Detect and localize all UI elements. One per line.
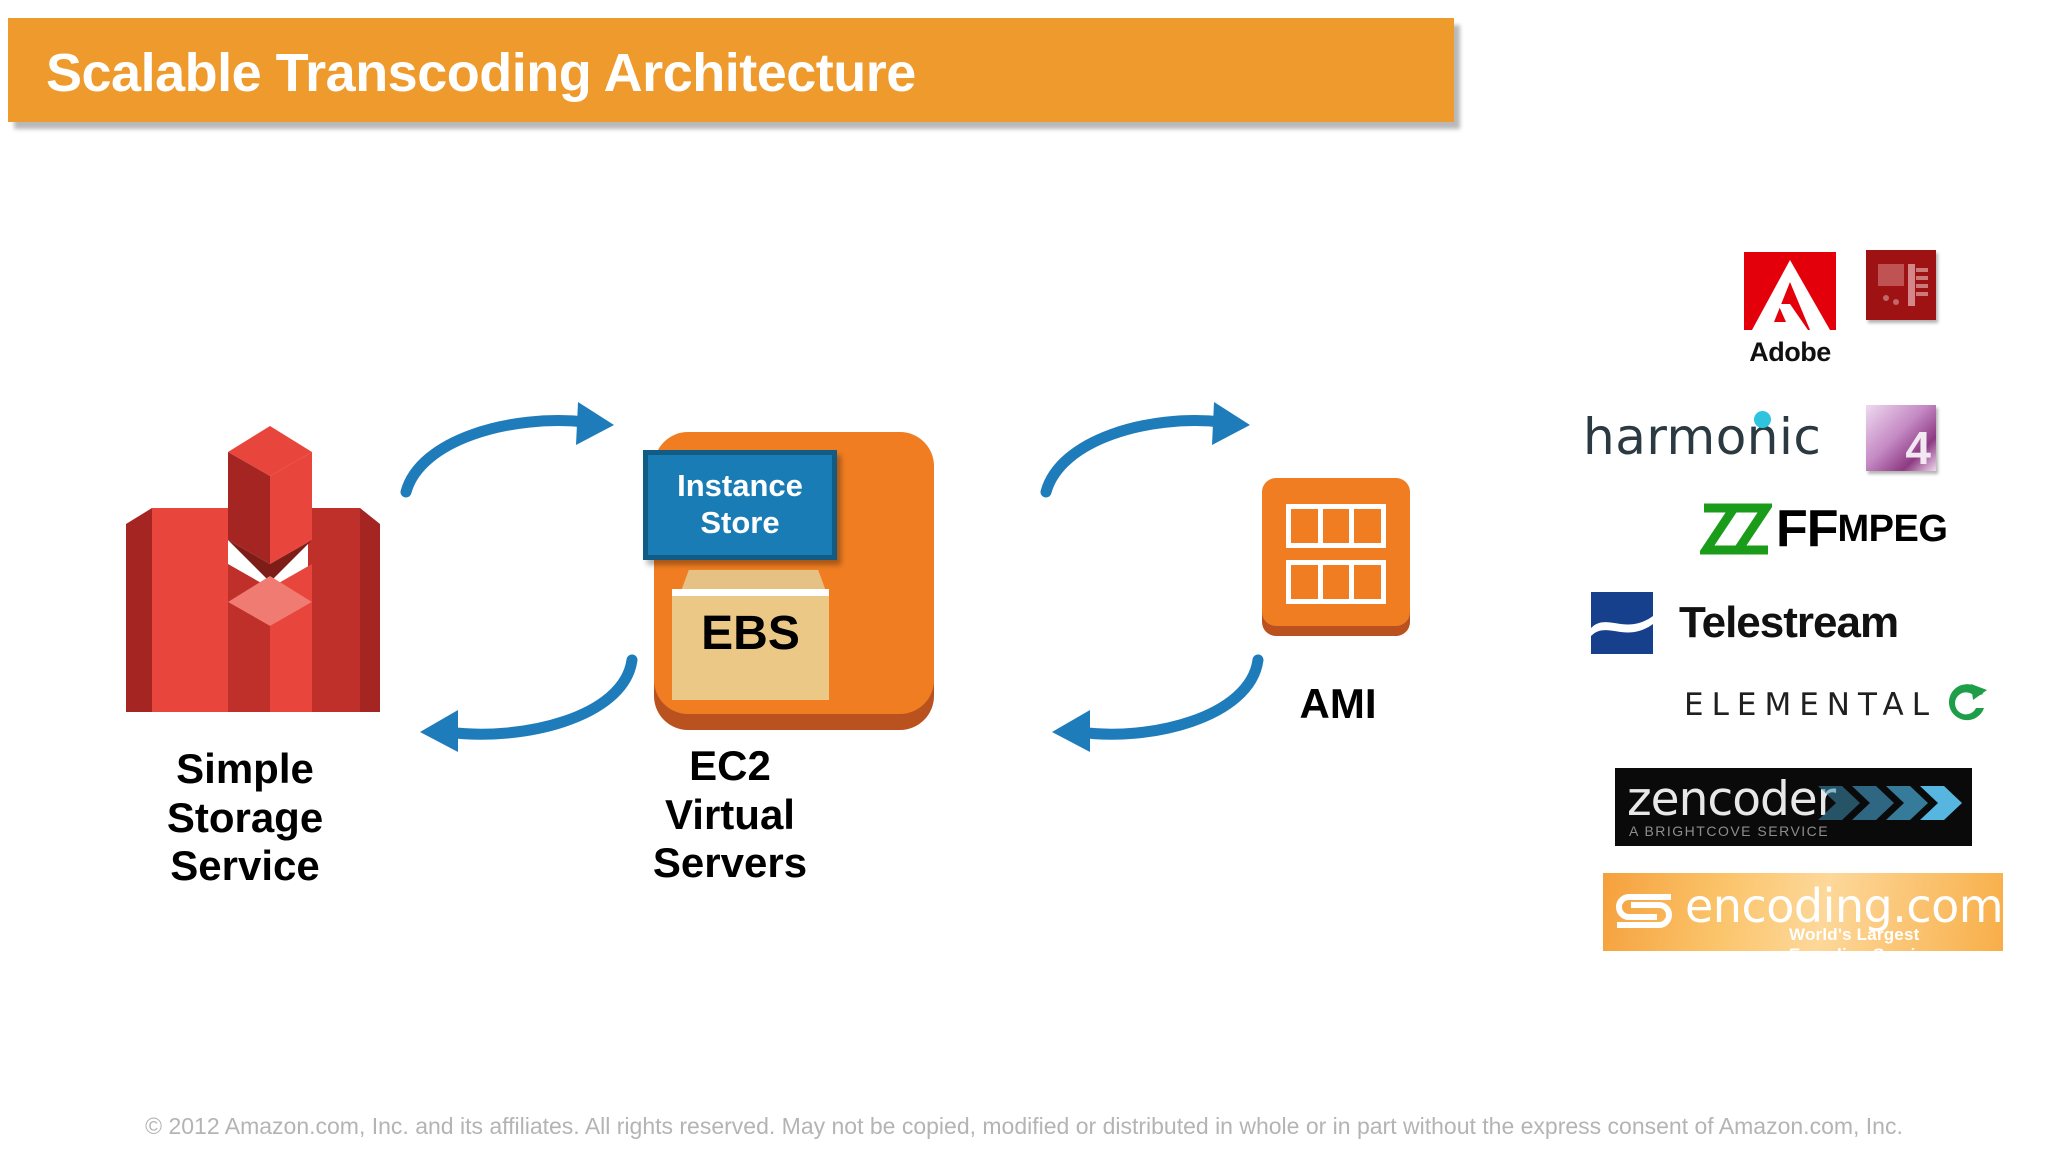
adobe-wordmark: Adobe	[1749, 337, 1831, 367]
ffmpeg-zigzag-icon	[1700, 503, 1772, 555]
s3-label-line-2: Storage	[166, 793, 324, 841]
vendor-logo-harmonic: harmonic	[1583, 408, 1823, 466]
ec2-label-line-1: EC2	[689, 742, 771, 789]
ec2-label: EC2 Virtual Servers	[545, 742, 915, 888]
arrow-s3-to-ec2	[400, 402, 614, 498]
zencoder-tagline: A BRIGHTCOVE SERVICE	[1629, 823, 1830, 839]
ami-grid-icon	[1262, 478, 1414, 636]
ami-label-line-1: AMI	[1299, 680, 1377, 727]
instance-store-line-1: Instance	[677, 468, 803, 504]
harmonic-dot-icon	[1754, 411, 1771, 428]
ami-cell	[1323, 565, 1355, 599]
arrow-ami-to-ec2	[1052, 654, 1264, 752]
s3-label-line-1: Simple	[176, 745, 314, 792]
squeeze-version-number: 4	[1905, 422, 1931, 474]
vendor-logo-squeeze: 4	[1866, 405, 1936, 474]
ebs-box-body	[672, 596, 829, 700]
vendor-logo-zencoder: zencoder A BRIGHTCOVE SERVICE	[1615, 768, 1972, 846]
harmonic-wordmark: harmonic	[1583, 408, 1822, 466]
ebs-label: EBS	[701, 607, 800, 660]
ami-cell	[1354, 565, 1381, 599]
adobe-media-encoder-icon	[1866, 250, 1936, 320]
vendor-logo-encoding-com: encoding.com World's Largest Encoding Se…	[1603, 873, 2003, 951]
elemental-swirl-icon	[1948, 684, 1987, 721]
ami-cell	[1354, 509, 1381, 543]
ami-cell	[1291, 509, 1323, 543]
ebs-badge: EBS	[672, 570, 829, 700]
page-title: Scalable Transcoding Architecture	[46, 43, 916, 103]
arrow-ec2-to-ami	[1040, 402, 1250, 498]
s3-label: Simple Storage Service	[60, 745, 430, 891]
ami-icon-body	[1262, 478, 1410, 626]
vendor-logo-elemental: ELEMENTAL	[1684, 680, 1989, 730]
ffmpeg-wordmark-secondary: MPEG	[1837, 507, 1948, 550]
encoding-com-tagline: World's Largest Encoding Service	[1789, 925, 1935, 951]
s3-icon-svg	[126, 426, 380, 712]
elemental-wordmark: ELEMENTAL	[1684, 687, 1937, 723]
ami-label: AMI	[1158, 680, 1518, 729]
instance-store-badge: Instance Store	[643, 450, 837, 560]
vendor-logo-adobe: Adobe	[1744, 252, 1836, 367]
ebs-box-lid-gap	[672, 589, 829, 598]
telestream-wave-icon	[1591, 592, 1653, 654]
ffmpeg-wordmark-primary: FF	[1776, 500, 1839, 558]
vendor-logo-ffmpeg: FF MPEG	[1700, 500, 1948, 558]
ami-cell	[1291, 565, 1323, 599]
copyright-footer: © 2012 Amazon.com, Inc. and its affiliat…	[145, 1113, 1903, 1139]
vendor-logo-adobe-media-encoder	[1866, 250, 1936, 320]
arrow-ec2-to-s3	[420, 654, 638, 752]
s3-buckets-icon	[108, 412, 380, 712]
zencoder-wordmark: zencoder	[1627, 772, 1836, 827]
zencoder-chevrons-icon	[1818, 786, 1962, 820]
encoding-com-wordmark: encoding.com	[1685, 879, 2003, 933]
ec2-label-line-2: Virtual	[665, 790, 795, 838]
telestream-wave-svg	[1591, 592, 1653, 654]
ec2-label-line-3: Servers	[652, 839, 808, 887]
vendor-logo-telestream: Telestream	[1591, 592, 1899, 654]
instance-store-line-2: Store	[700, 505, 780, 540]
ami-cell	[1323, 509, 1355, 543]
title-banner: Scalable Transcoding Architecture	[8, 18, 1454, 122]
adobe-a-icon	[1744, 252, 1836, 330]
ami-row-bottom	[1286, 560, 1386, 604]
ami-row-top	[1286, 504, 1386, 548]
encoding-com-icon	[1616, 894, 1672, 928]
s3-label-line-3: Service	[170, 842, 320, 890]
telestream-wordmark: Telestream	[1679, 598, 1899, 647]
